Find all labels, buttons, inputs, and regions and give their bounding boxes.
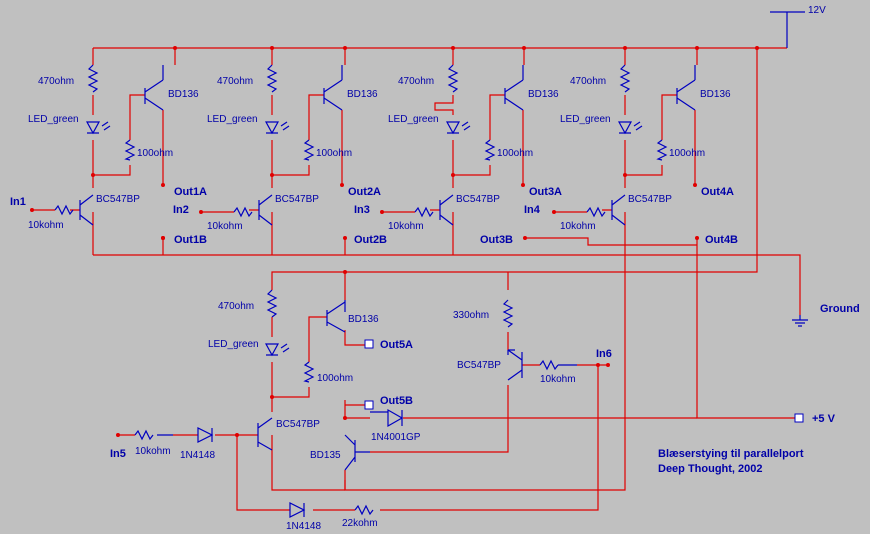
input-label: In2	[173, 204, 189, 216]
v12-label: 12V	[808, 5, 826, 16]
title-line-2: Deep Thought, 2002	[658, 463, 763, 475]
pnp-label: BD136	[700, 89, 731, 100]
pnp-label: BD136	[528, 89, 559, 100]
out5a-terminal	[364, 339, 374, 349]
r-base-label: 100ohm	[316, 148, 352, 159]
led-label: LED_green	[560, 114, 611, 125]
pnp-label: BD136	[347, 89, 378, 100]
input-label: In4	[524, 204, 541, 216]
ground-label: Ground	[820, 303, 860, 315]
r-collector-label: 470ohm	[570, 76, 606, 87]
r-in-label: 10kohm	[135, 446, 171, 457]
r-in-label: 10kohm	[207, 221, 243, 232]
npn-label: BC547BP	[457, 360, 501, 371]
out-b-label: Out1B	[174, 234, 207, 246]
out-a-label: Out1A	[174, 186, 207, 198]
led-label: LED_green	[208, 339, 259, 350]
diode-in-label: 1N4148	[180, 450, 215, 461]
stage-2: 470ohm LED_green 100ohm BD136 BC547BP 10…	[173, 64, 387, 246]
pnp-label: BD136	[348, 314, 379, 325]
npn-label: BC547BP	[96, 194, 140, 205]
npn-label: BC547BP	[276, 419, 320, 430]
diode-power-label: 1N4001GP	[371, 432, 421, 443]
r-in-label: 10kohm	[28, 220, 64, 231]
input-label: In5	[110, 448, 126, 460]
npn-label: BC547BP	[628, 194, 672, 205]
v5-terminal	[794, 413, 804, 423]
out-a-label: Out4A	[701, 186, 734, 198]
r-in-label: 10kohm	[560, 221, 596, 232]
out-b-label: Out2B	[354, 234, 387, 246]
r-collector-label: 330ohm	[453, 310, 489, 321]
ground-symbol	[792, 315, 808, 327]
r-base-label: 100ohm	[497, 148, 533, 159]
led-label: LED_green	[28, 114, 79, 125]
out-a-label: Out3A	[529, 186, 562, 198]
input-label: In1	[10, 196, 26, 208]
stage-6: 330ohm BC547BP 10kohm In6	[453, 299, 612, 385]
out-b-label: Out3B	[480, 234, 513, 246]
r-fb-label: 22kohm	[342, 518, 378, 529]
r-base-label: 100ohm	[137, 148, 173, 159]
r-in-label: 10kohm	[540, 374, 576, 385]
out-a-label: Out5A	[380, 339, 413, 351]
stage-5: 470ohm LED_green 100ohm BD136 BC547BP 10…	[110, 289, 697, 532]
r-collector-label: 470ohm	[398, 76, 434, 87]
out-a-label: Out2A	[348, 186, 381, 198]
out5b-terminal	[364, 400, 374, 410]
r-collector-label: 470ohm	[38, 76, 74, 87]
stage-4: 470ohm LED_green 100ohm BD136 BC547BP 10…	[524, 64, 738, 246]
r-base-label: 100ohm	[317, 373, 353, 384]
r-in-label: 10kohm	[388, 221, 424, 232]
out-b-label: Out5B	[380, 395, 413, 407]
input-label: In3	[354, 204, 370, 216]
npn-power-label: BD135	[310, 450, 341, 461]
led-label: LED_green	[207, 114, 258, 125]
r-collector-label: 470ohm	[217, 76, 253, 87]
led-label: LED_green	[388, 114, 439, 125]
rail-nodes	[161, 46, 759, 274]
npn-label: BC547BP	[456, 194, 500, 205]
diode-fb-label: 1N4148	[286, 521, 321, 532]
stage-1: 470ohm LED_green 100ohm BD136 BC547BP 10…	[10, 64, 207, 246]
v5-label: +5 V	[812, 413, 836, 425]
stage-3: 470ohm LED_green 100ohm BD136 BC547BP 10…	[354, 64, 562, 246]
title-line-1: Blæserstying til parallelport	[658, 448, 804, 460]
pnp-label: BD136	[168, 89, 199, 100]
r-collector-label: 470ohm	[218, 301, 254, 312]
r-base-label: 100ohm	[669, 148, 705, 159]
out-b-label: Out4B	[705, 234, 738, 246]
npn-label: BC547BP	[275, 194, 319, 205]
input-label: In6	[596, 348, 612, 360]
